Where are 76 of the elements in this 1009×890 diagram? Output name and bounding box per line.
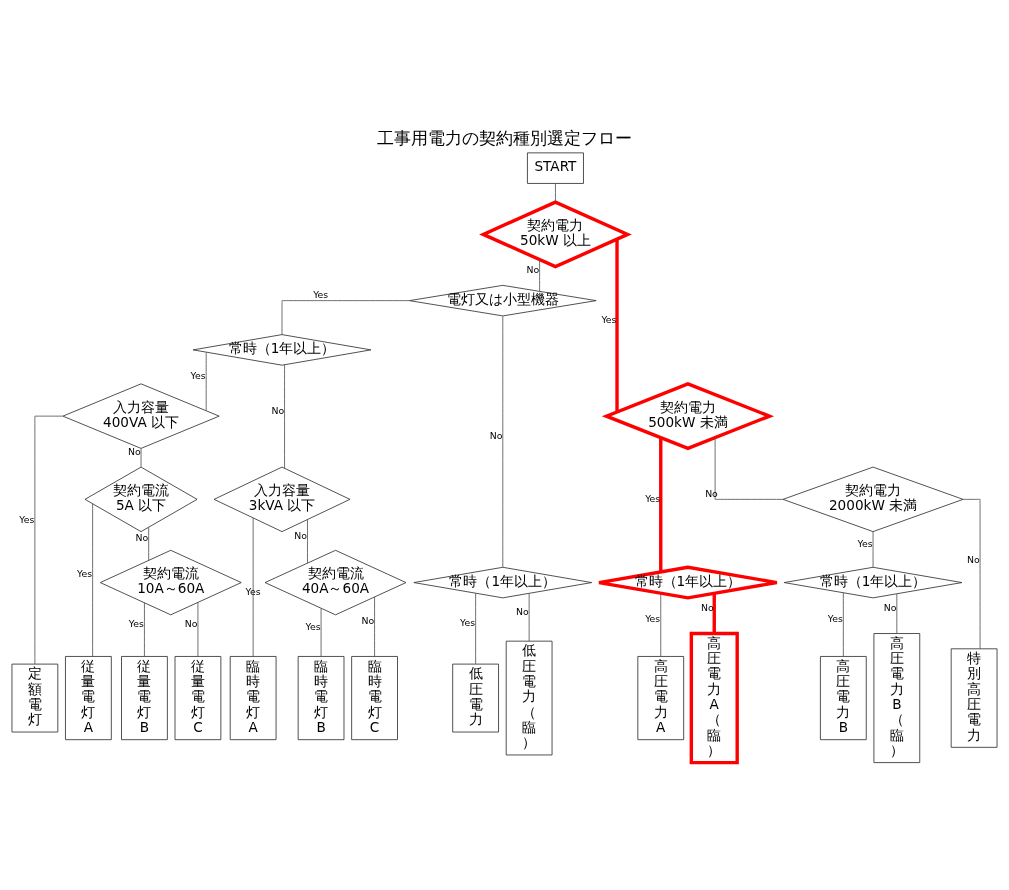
edge-label: Yes bbox=[305, 620, 321, 632]
node-box: 臨時電灯A bbox=[229, 656, 277, 741]
connector bbox=[555, 183, 556, 203]
connector bbox=[896, 593, 898, 634]
node-diamond: 常時（1年以上） bbox=[192, 334, 372, 366]
edge-label: Yes bbox=[827, 612, 843, 624]
connector bbox=[712, 593, 716, 634]
node-box: 高圧電力A（臨） bbox=[689, 631, 739, 765]
node-diamond: 電灯又は小型機器 bbox=[409, 284, 597, 317]
connector bbox=[92, 503, 94, 657]
node-diamond: 常時（1年以上） bbox=[783, 566, 963, 599]
connector bbox=[872, 531, 874, 568]
edge-label: No bbox=[705, 487, 718, 499]
node-box: START bbox=[527, 152, 584, 184]
node-box: 高圧電力B（臨） bbox=[873, 633, 921, 764]
node-box: 臨時電灯B bbox=[297, 656, 345, 741]
edge-label: No bbox=[515, 605, 529, 617]
diagram-title: 工事用電力の契約種別選定フロー bbox=[377, 128, 632, 149]
connector bbox=[284, 364, 285, 469]
node-diamond: 契約電流 5A 以下 bbox=[84, 466, 198, 533]
edge-label: No bbox=[135, 532, 149, 544]
connector bbox=[320, 608, 322, 657]
node-diamond: 常時（1年以上） bbox=[597, 565, 779, 600]
edge-label: Yes bbox=[245, 585, 261, 597]
node-diamond: 常時（1年以上） bbox=[413, 566, 593, 599]
edge-label: No bbox=[883, 601, 897, 613]
connector bbox=[528, 593, 530, 642]
connector bbox=[660, 592, 662, 657]
node-box: 従量電灯B bbox=[121, 656, 168, 741]
node-box: 低圧電力（臨） bbox=[505, 640, 553, 756]
connector bbox=[34, 415, 64, 665]
node-diamond: 契約電流 10A～60A bbox=[99, 549, 242, 616]
edge-label: No bbox=[184, 617, 198, 629]
node-box: 高圧電力B bbox=[819, 656, 867, 741]
node-box: 特別高圧電力 bbox=[950, 648, 998, 748]
edge-label: No bbox=[966, 553, 980, 565]
node-diamond: 契約電力 2000kW 未満 bbox=[782, 466, 964, 533]
connector bbox=[144, 602, 145, 657]
connector bbox=[140, 448, 142, 468]
edge-label: No bbox=[127, 446, 141, 457]
connector bbox=[659, 437, 663, 572]
connector bbox=[615, 239, 619, 412]
edge-label: No bbox=[489, 429, 503, 441]
edge-label: Yes bbox=[313, 288, 329, 300]
node-diamond: 契約電力 500kW 未満 bbox=[601, 382, 775, 451]
connector bbox=[842, 592, 844, 657]
edge-label: Yes bbox=[190, 369, 206, 381]
edge-label: Yes bbox=[460, 616, 476, 628]
connector bbox=[307, 519, 308, 564]
node-box: 従量電灯A bbox=[65, 656, 112, 741]
node-diamond: 契約電流 40A～60A bbox=[264, 549, 407, 616]
edge-label: Yes bbox=[77, 568, 93, 580]
connector bbox=[714, 437, 784, 500]
connector bbox=[502, 315, 504, 568]
connector bbox=[148, 526, 150, 561]
connector bbox=[197, 602, 199, 657]
connector bbox=[252, 517, 254, 657]
edge-label: Yes bbox=[128, 617, 144, 629]
edge-label: Yes bbox=[857, 537, 873, 549]
connector bbox=[539, 259, 541, 292]
connector bbox=[281, 300, 410, 335]
node-box: 定額電灯 bbox=[11, 663, 59, 733]
connector bbox=[475, 592, 477, 665]
edge-label: Yes bbox=[19, 514, 35, 526]
node-box: 従量電灯C bbox=[174, 656, 222, 741]
connector bbox=[205, 351, 207, 411]
connector bbox=[374, 596, 375, 657]
connector bbox=[962, 498, 981, 650]
node-diamond: 入力容量 3kVA 以下 bbox=[213, 466, 351, 533]
edge-label: Yes bbox=[645, 613, 661, 625]
node-box: 臨時電灯C bbox=[351, 656, 398, 741]
node-diamond: 入力容量 400VA 以下 bbox=[62, 383, 220, 449]
node-box: 高圧電力A bbox=[637, 656, 685, 741]
node-box: 低圧電力 bbox=[452, 663, 499, 733]
edge-label: No bbox=[361, 614, 375, 626]
edge-label: No bbox=[271, 404, 285, 416]
